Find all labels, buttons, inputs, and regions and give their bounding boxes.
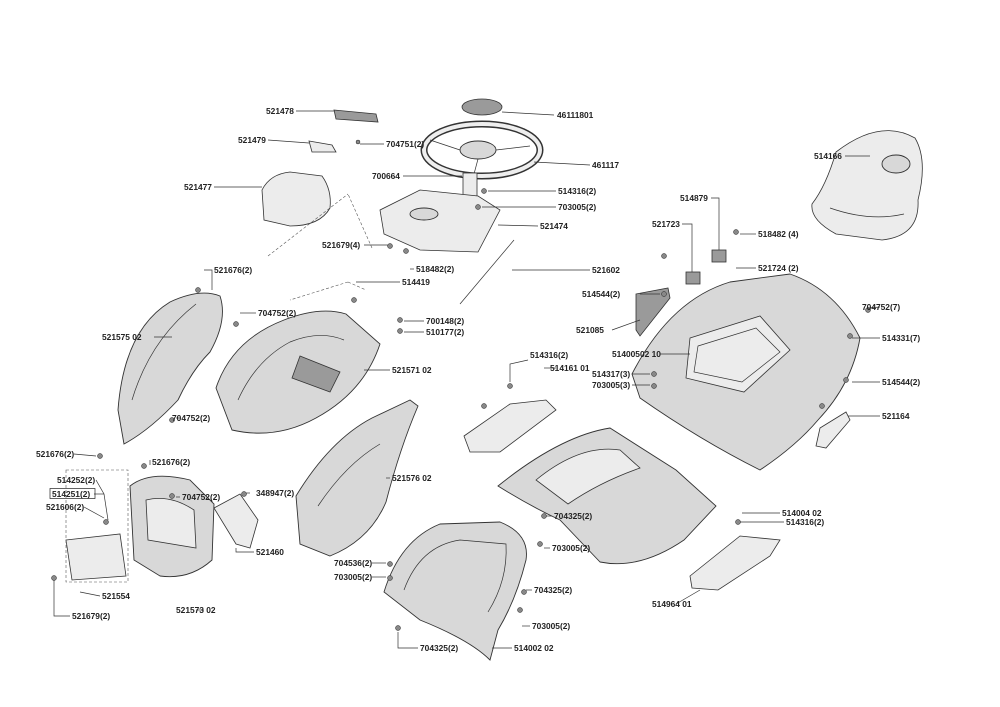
label-521575: 521575 02 [102, 332, 142, 342]
seat-514166 [811, 130, 923, 241]
boxed-label-frame [49, 488, 96, 499]
label-521085: 521085 [576, 325, 604, 335]
label-704752-grille: 704752(2) [182, 492, 220, 502]
label-514251: 514251(2) [52, 489, 90, 499]
label-521554: 521554 [102, 591, 130, 601]
label-514419: 514419 [402, 277, 430, 287]
label-521477: 521477 [184, 182, 212, 192]
part-521085 [635, 287, 671, 337]
label-704325-a: 704325(2) [554, 511, 592, 521]
front-floor-514002 [383, 521, 527, 661]
fender-left-521575 [117, 292, 223, 445]
side-panel-521576 [295, 399, 419, 557]
label-521676-left: 521676(2) [36, 449, 74, 459]
label-461117: 461117 [592, 160, 619, 170]
label-514252: 514252(2) [57, 475, 95, 485]
label-700664: 700664 [372, 171, 400, 181]
dash-panel-521474 [379, 189, 501, 253]
label-514316-mid: 514316(2) [530, 350, 568, 360]
label-703005-e: 703005(2) [532, 621, 570, 631]
label-700148: 700148(2) [426, 316, 464, 326]
screws [51, 139, 871, 631]
label-514002: 514002 02 [514, 643, 554, 653]
label-514166: 514166 [814, 151, 842, 161]
label-521676-top: 521676(2) [214, 265, 252, 275]
label-521723: 521723 [652, 219, 680, 229]
label-704752-7: 704752(7) [862, 302, 900, 312]
part-labels: 521478 46111801 521479 704751(2) 461117 … [36, 106, 920, 653]
label-521724: 521724 (2) [758, 263, 799, 273]
label-514544-left: 514544(2) [582, 289, 620, 299]
label-348947: 348947(2) [256, 488, 294, 498]
steering-wheel [420, 120, 544, 200]
label-704752-hood: 704752(2) [258, 308, 296, 318]
wheel-cap [461, 98, 503, 116]
label-514316-top: 514316(2) [558, 186, 596, 196]
label-514964: 514964 01 [652, 599, 692, 609]
label-521460: 521460 [256, 547, 284, 557]
label-703005-c: 703005(2) [552, 543, 590, 553]
label-703005-mid: 703005(3) [592, 380, 630, 390]
bracket-521460 [213, 493, 259, 549]
label-514004: 514004 02 [782, 508, 822, 518]
part-521164 [815, 411, 851, 449]
label-521573: 521573 02 [176, 605, 216, 615]
label-704752-fender: 704752(2) [172, 413, 210, 423]
label-514317: 514317(3) [592, 369, 630, 379]
label-514544-right: 514544(2) [882, 377, 920, 387]
label-521478: 521478 [266, 106, 294, 116]
label-521576: 521576 02 [392, 473, 432, 483]
part-521478 [333, 109, 379, 123]
label-514316-low: 514316(2) [786, 517, 824, 527]
label-514331: 514331(7) [882, 333, 920, 343]
label-704751: 704751(2) [386, 139, 424, 149]
label-521679-4: 521679(4) [322, 240, 360, 250]
label-521164: 521164 [882, 411, 910, 421]
part-521479 [308, 140, 337, 153]
label-518482-2: 518482(2) [416, 264, 454, 274]
label-521606: 521606(2) [46, 502, 84, 512]
label-521676-grille: 521676(2) [152, 457, 190, 467]
floor-body-514004 [497, 427, 717, 565]
label-521679-2: 521679(2) [72, 611, 110, 621]
label-704536: 704536(2) [334, 558, 372, 568]
label-46111801: 46111801 [557, 110, 594, 120]
label-518482-4: 518482 (4) [758, 229, 799, 239]
label-514879: 514879 [680, 193, 708, 203]
headlight-521554 [65, 533, 127, 581]
label-703005-top: 703005(2) [558, 202, 596, 212]
footrest-left-514161 [463, 399, 557, 453]
label-521474: 521474 [540, 221, 568, 231]
label-514161: 514161 01 [550, 363, 590, 373]
label-703005-d: 703005(2) [334, 572, 372, 582]
label-704325-b: 704325(2) [534, 585, 572, 595]
label-510177: 510177(2) [426, 327, 464, 337]
label-521602: 521602 [592, 265, 620, 275]
label-51400502: 51400502 10 [612, 349, 661, 359]
label-521479: 521479 [238, 135, 266, 145]
leader-lines [53, 110, 881, 649]
part-521477 [261, 171, 331, 227]
label-521571: 521571 02 [392, 365, 432, 375]
footrest-right-514964 [689, 535, 781, 591]
label-704325-c: 704325(2) [420, 643, 458, 653]
